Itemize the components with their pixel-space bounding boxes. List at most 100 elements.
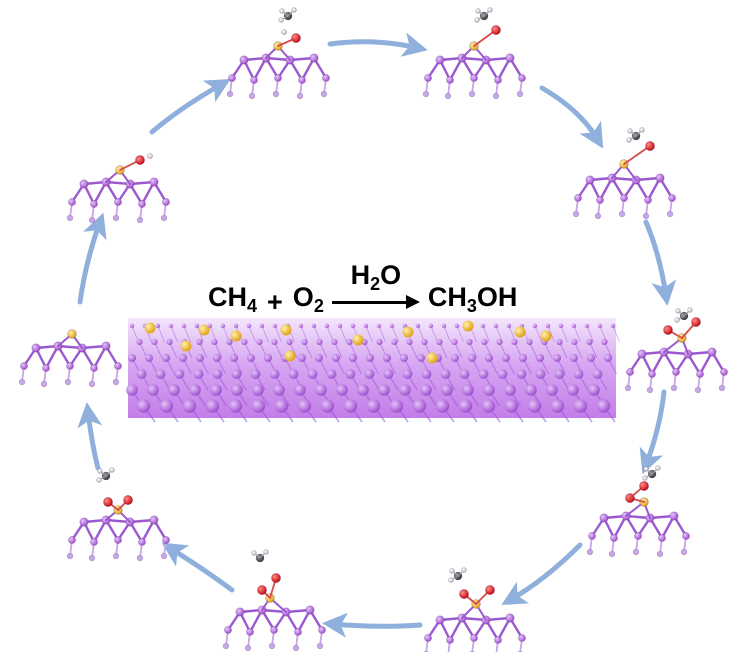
structure-bottom-left (222, 549, 326, 652)
oxygen-atom (291, 33, 301, 43)
slab-atom (558, 323, 564, 329)
slab-bond (547, 325, 555, 343)
slab-bond (430, 325, 438, 343)
framework-atom (624, 384, 632, 392)
framework-atom (494, 76, 502, 84)
framework-atom (632, 548, 640, 556)
slab-atom (151, 338, 158, 346)
slab-atom (421, 338, 428, 346)
slab-atom (311, 323, 317, 329)
hydrogen-atom (674, 317, 680, 323)
slab-atom (193, 369, 204, 379)
slab-atom (420, 384, 432, 396)
slab-atom (331, 338, 338, 346)
slab-atom (597, 323, 603, 329)
slab-atom (399, 384, 411, 396)
framework-atom (42, 364, 50, 372)
hydrogen-atom (263, 549, 269, 555)
framework-atom (101, 341, 111, 351)
slab-atom (246, 323, 252, 329)
framework-atom (666, 210, 674, 218)
reaction-equation: CH4 + O2 H2O CH3OH (208, 260, 517, 321)
slab-atom (567, 384, 579, 396)
slab-atom (250, 369, 261, 379)
slab-atom (271, 338, 278, 346)
slab-atom (196, 338, 203, 346)
slab-sulfur-atom (198, 324, 210, 336)
slab-atom (586, 338, 593, 346)
slab-atom (211, 338, 218, 346)
framework-atom (670, 384, 678, 392)
framework-atom (424, 74, 432, 82)
slab-atom (213, 354, 221, 362)
slab-atom (573, 399, 588, 413)
framework-atom (435, 55, 445, 65)
slab-atom (324, 323, 330, 329)
hydrogen-atom (627, 128, 633, 134)
framework-atom (637, 349, 647, 359)
framework-atom (79, 517, 89, 527)
cycle-arrow-8 (77, 402, 103, 471)
framework-atom (572, 210, 580, 218)
cycle-arrows (77, 32, 677, 638)
slab-atom (259, 323, 265, 329)
slab-atom (601, 338, 608, 346)
hydrogen-atom (278, 17, 284, 23)
slab-bond (560, 325, 568, 343)
framework-atom (446, 76, 454, 84)
structure-left-1 (18, 329, 122, 388)
slab-atom (210, 384, 222, 396)
hydrogen-atom (97, 468, 103, 474)
condition-text: H (350, 259, 371, 290)
framework-atom (272, 90, 280, 98)
framework-atom (596, 196, 604, 204)
framework-atom (112, 378, 120, 386)
structure-right-2 (624, 307, 728, 394)
framework-atom (422, 90, 430, 98)
framework-atom (470, 634, 478, 642)
slab-atom (231, 369, 242, 379)
slab-sulfur-atom (352, 334, 364, 346)
slab-atom (205, 399, 220, 413)
slab-bond (339, 325, 347, 343)
slab-atom (343, 399, 358, 413)
slab-atom (519, 354, 527, 362)
slab-atom (389, 399, 404, 413)
slab-atom (349, 354, 357, 362)
cycle-structures (18, 7, 728, 652)
slab-atom (159, 399, 174, 413)
slab-bond (482, 325, 490, 343)
slab-atom (366, 399, 381, 413)
slab-atom (136, 369, 147, 379)
slab-atom (485, 354, 493, 362)
cycle-arrow-5 (501, 542, 583, 605)
framework-atom (149, 177, 159, 187)
slab-atom (136, 399, 151, 413)
slab-atom (274, 399, 289, 413)
framework-atom (682, 532, 690, 540)
slab-atom (307, 369, 318, 379)
slab-atom (573, 369, 584, 379)
hydrogen-atom (475, 8, 481, 14)
slab-atom (345, 369, 356, 379)
slab-bond (378, 325, 386, 343)
slab-bond (573, 325, 581, 343)
slab-atom (604, 354, 612, 362)
framework-atom (222, 642, 230, 650)
slab-sulfur-atom (514, 326, 526, 338)
slab-atom (252, 384, 264, 396)
framework-atom (162, 536, 170, 544)
framework-atom (707, 347, 717, 357)
slab-atom (297, 399, 312, 413)
slab-atom (436, 338, 443, 346)
plus-sign: + (267, 286, 283, 317)
slab-atom (417, 354, 425, 362)
framework-atom (620, 194, 628, 202)
framework-atom (696, 370, 704, 378)
reaction-arrow: H2O (331, 260, 420, 314)
framework-atom (658, 534, 666, 542)
slab-atom (228, 399, 243, 413)
slab-atom (230, 354, 238, 362)
slab-atom (383, 369, 394, 379)
